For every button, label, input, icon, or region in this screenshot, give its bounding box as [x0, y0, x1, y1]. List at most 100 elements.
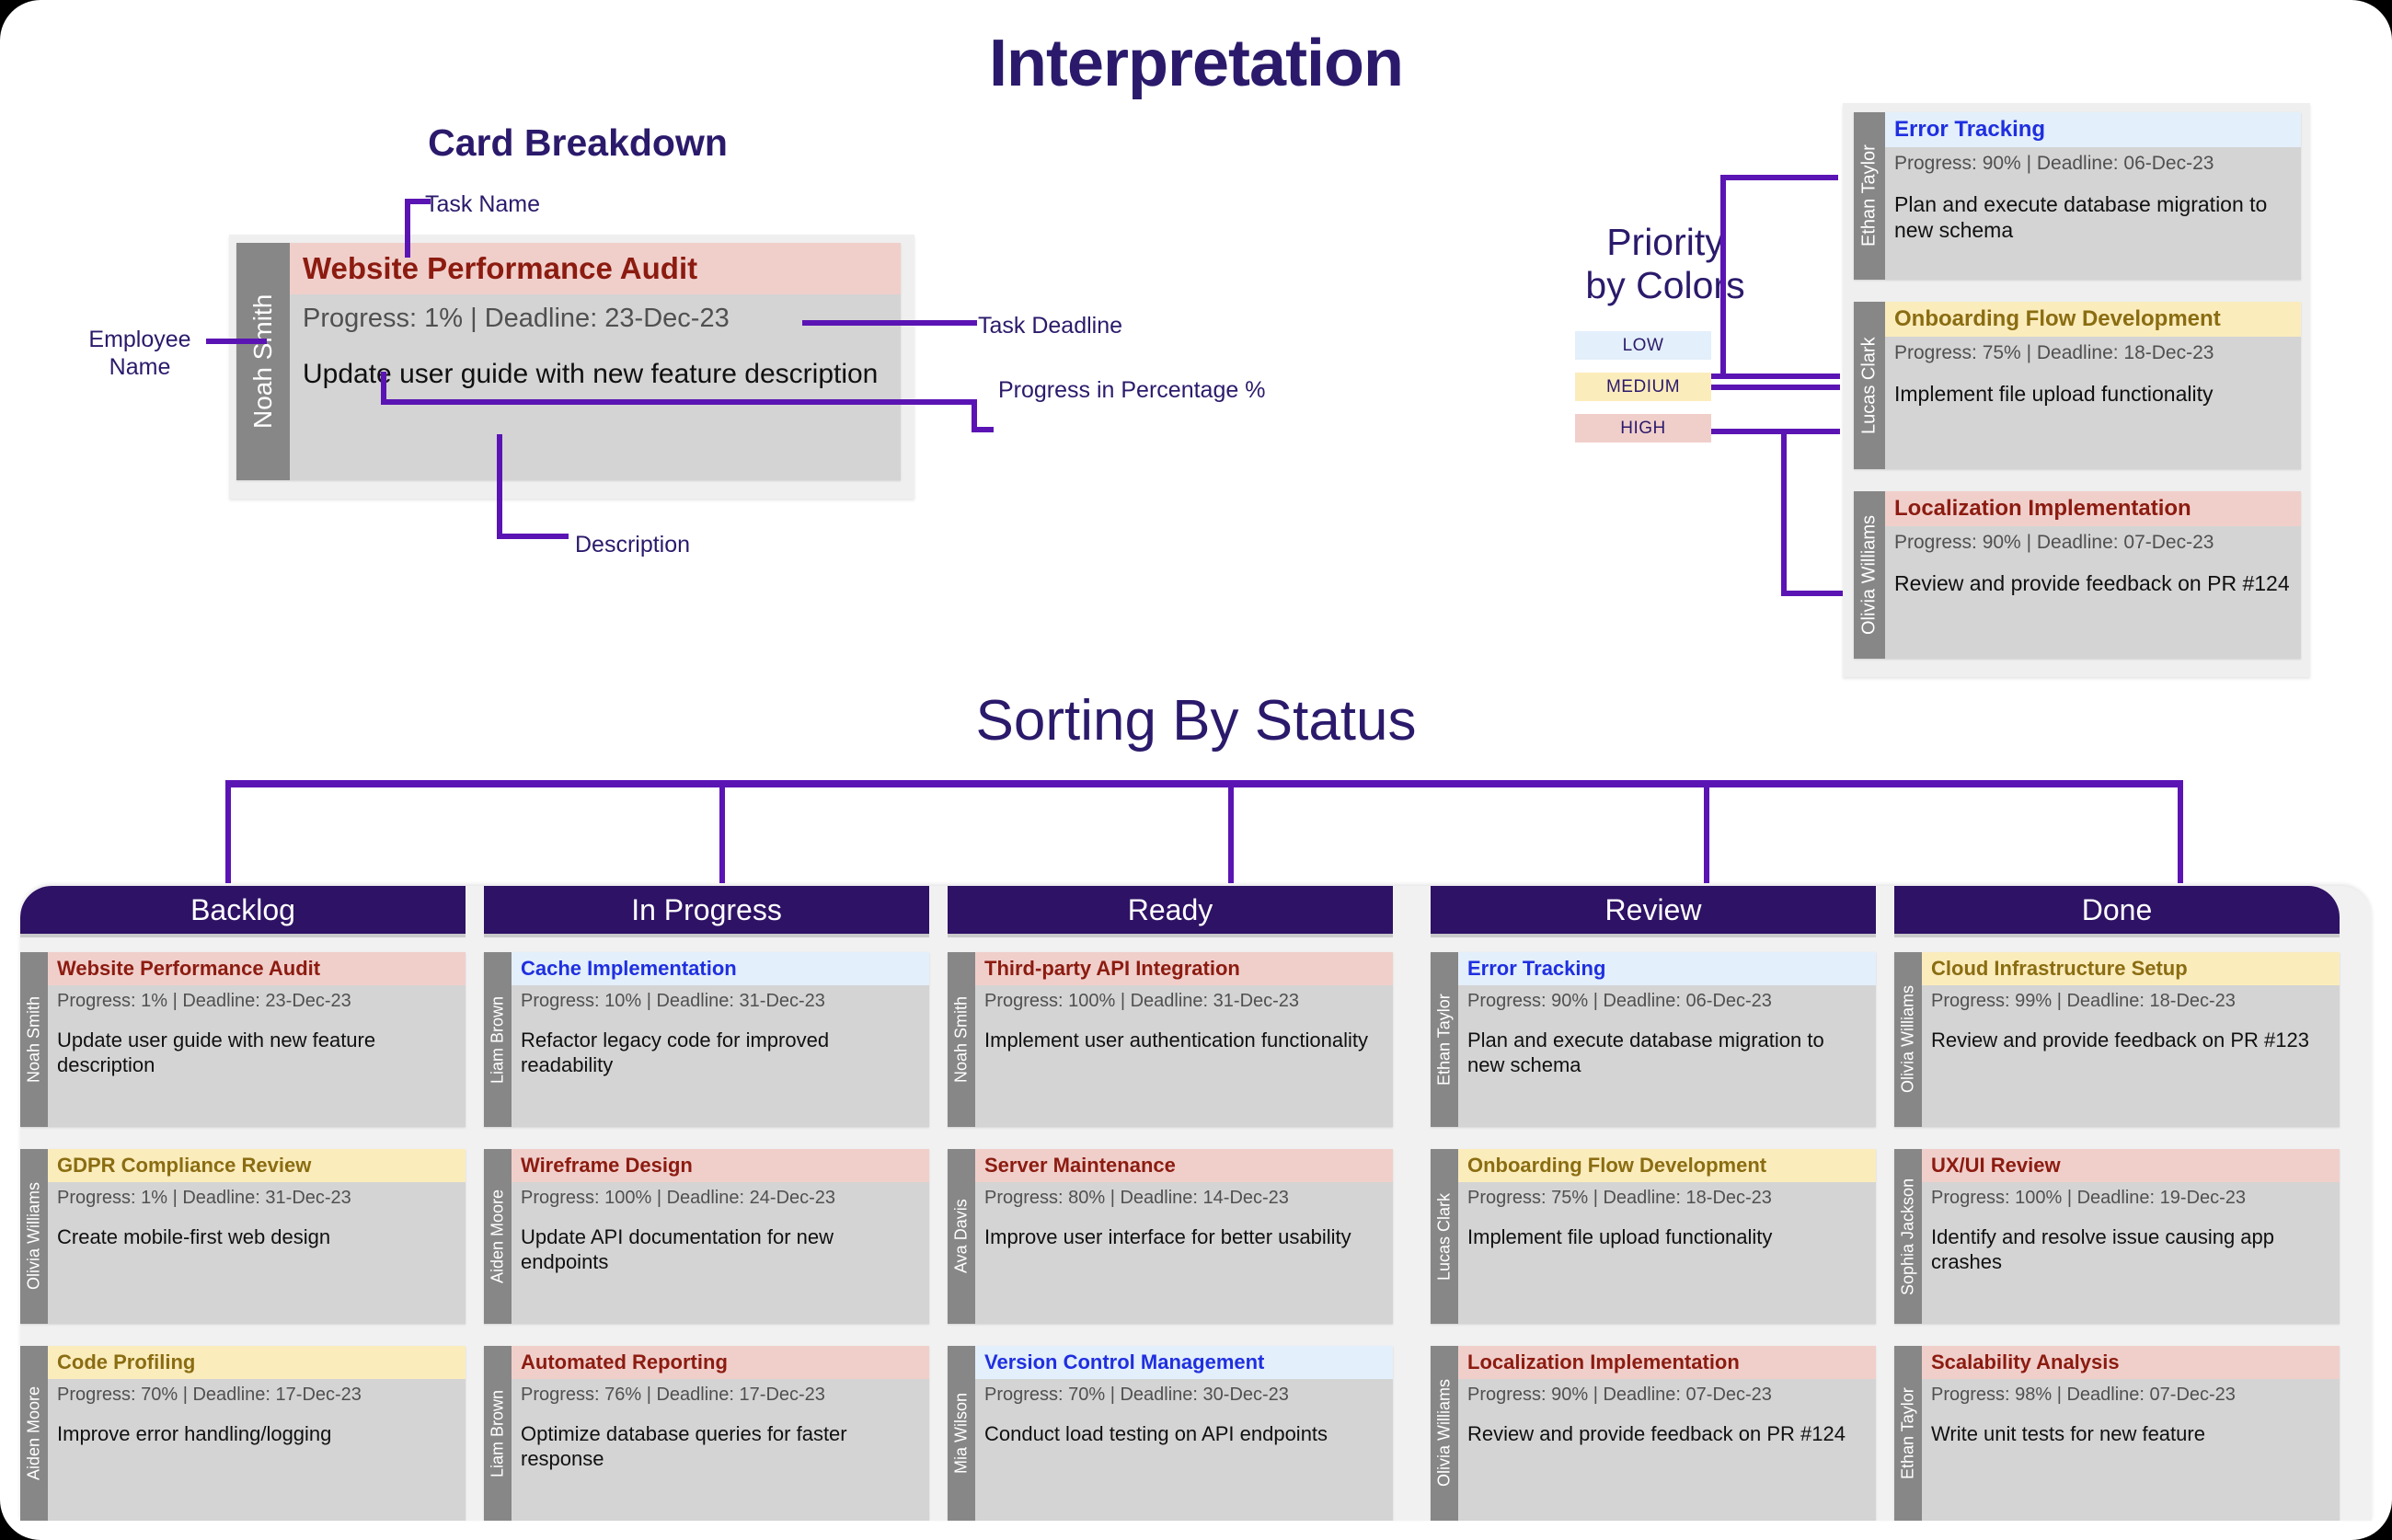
task-description: Update API documentation for new endpoin… [521, 1225, 834, 1273]
task-description: Implement file upload functionality [1894, 382, 2214, 406]
employee-name-strip: Olivia Williams [1854, 491, 1885, 659]
task-card[interactable]: Ethan Taylor Error Tracking Progress: 90… [1431, 952, 1876, 1127]
column-header-backlog[interactable]: Backlog [20, 886, 466, 937]
task-card[interactable]: Ethan Taylor Scalability Analysis Progre… [1894, 1346, 2340, 1521]
column-header-done[interactable]: Done [1894, 886, 2340, 937]
card-body: Onboarding Flow Development Progress: 75… [1458, 1149, 1876, 1324]
task-card[interactable]: Lucas Clark Onboarding Flow Development … [1431, 1149, 1876, 1324]
leader-line-taskname-h [405, 199, 431, 204]
task-name: Localization Implementation [1885, 491, 2301, 526]
kanban-column-review: Review Ethan Taylor Error Tracking Progr… [1431, 886, 1876, 1521]
bracket-tick-inprogress [719, 780, 725, 883]
card-body: Error Tracking Progress: 90% | Deadline:… [1458, 952, 1876, 1127]
leader-line-progress-v2 [972, 399, 977, 432]
priority-example-card[interactable]: Ethan Taylor Error Tracking Progress: 90… [1854, 112, 2301, 280]
task-name: Automated Reporting [512, 1346, 929, 1379]
bracket-horizontal [225, 780, 2183, 787]
priority-line-low-stub [1711, 374, 1840, 379]
task-card[interactable]: Liam Brown Cache Implementation Progress… [484, 952, 929, 1127]
priority-chip-high[interactable]: HIGH [1575, 414, 1711, 442]
leader-line-description-v [497, 434, 502, 539]
task-name: Onboarding Flow Development [1458, 1149, 1876, 1182]
leader-line-description-h [497, 534, 569, 539]
task-card[interactable]: Aiden Moore Code Profiling Progress: 70%… [20, 1346, 466, 1521]
column-header-ready[interactable]: Ready [948, 886, 1393, 937]
page-title: Interpretation [988, 27, 1404, 100]
task-card[interactable]: Noah Smith Website Performance Audit Pro… [20, 952, 466, 1127]
task-description: Improve error handling/logging [57, 1422, 332, 1445]
card-body: Code Profiling Progress: 70% | Deadline:… [48, 1346, 466, 1521]
column-body: Noah Smith Website Performance Audit Pro… [20, 937, 466, 1521]
task-name: Error Tracking [1885, 112, 2301, 147]
priority-chip-low[interactable]: LOW [1575, 331, 1711, 360]
task-name: UX/UI Review [1922, 1149, 2340, 1182]
annotation-employee-name: Employee Name [88, 327, 191, 380]
task-name: Error Tracking [1458, 952, 1876, 985]
task-card[interactable]: Liam Brown Automated Reporting Progress:… [484, 1346, 929, 1521]
priority-example-card[interactable]: Olivia Williams Localization Implementat… [1854, 491, 2301, 659]
task-meta: Progress: 1% | Deadline: 31-Dec-23 [57, 1188, 351, 1208]
employee-name-strip: Liam Brown [484, 1346, 512, 1521]
task-description: Conduct load testing on API endpoints [984, 1422, 1328, 1445]
card-body: Localization Implementation Progress: 90… [1885, 491, 2301, 659]
card-breakdown-title: Card Breakdown [428, 121, 728, 164]
bracket-tick-review [1704, 780, 1709, 883]
task-description: Write unit tests for new feature [1931, 1422, 2205, 1445]
task-card[interactable]: Olivia Williams GDPR Compliance Review P… [20, 1149, 466, 1324]
task-card[interactable]: Aiden Moore Wireframe Design Progress: 1… [484, 1149, 929, 1324]
sorting-by-status-title: Sorting By Status [975, 689, 1417, 753]
priority-example-card[interactable]: Lucas Clark Onboarding Flow Development … [1854, 302, 2301, 469]
task-meta: Progress: 70% | Deadline: 30-Dec-23 [984, 1385, 1289, 1405]
bracket-tick-ready [1228, 780, 1234, 883]
task-description: Identify and resolve issue causing app c… [1931, 1225, 2275, 1273]
kanban-board: Backlog Noah Smith Website Performance A… [20, 886, 2372, 1521]
task-name: Version Control Management [975, 1346, 1393, 1379]
column-header-in-progress[interactable]: In Progress [484, 886, 929, 937]
column-body: Ethan Taylor Error Tracking Progress: 90… [1431, 937, 1876, 1521]
task-description: Improve user interface for better usabil… [984, 1225, 1351, 1248]
task-meta: Progress: 75% | Deadline: 18-Dec-23 [1894, 342, 2214, 363]
card-body: Third-party API Integration Progress: 10… [975, 952, 1393, 1127]
priority-line-high-v [1781, 429, 1787, 596]
employee-name-strip: Ethan Taylor [1894, 1346, 1922, 1521]
task-card[interactable]: Olivia Williams Cloud Infrastructure Set… [1894, 952, 2340, 1127]
task-name: Code Profiling [48, 1346, 466, 1379]
employee-name-strip: Lucas Clark [1854, 302, 1885, 469]
task-meta: Progress: 76% | Deadline: 17-Dec-23 [521, 1385, 825, 1405]
employee-name-strip: Mia Wilson [948, 1346, 975, 1521]
priority-examples-panel: Ethan Taylor Error Tracking Progress: 90… [1843, 103, 2310, 677]
task-description: Implement user authentication functional… [984, 1029, 1369, 1052]
task-meta: Progress: 90% | Deadline: 07-Dec-23 [1467, 1385, 1772, 1405]
task-name: Onboarding Flow Development [1885, 302, 2301, 337]
task-description: Refactor legacy code for improved readab… [521, 1029, 830, 1076]
breakdown-example-card[interactable]: Noah Smith Website Performance Audit Pro… [236, 243, 901, 480]
task-name: Wireframe Design [512, 1149, 929, 1182]
card-body: Onboarding Flow Development Progress: 75… [1885, 302, 2301, 469]
priority-by-colors-title: Priority by Colors [1564, 221, 1766, 307]
bracket-tick-backlog [225, 780, 231, 883]
card-body: Cache Implementation Progress: 10% | Dea… [512, 952, 929, 1127]
task-meta: Progress: 1% | Deadline: 23-Dec-23 [57, 991, 351, 1011]
employee-name-strip: Olivia Williams [1894, 952, 1922, 1127]
task-card[interactable]: Mia Wilson Version Control Management Pr… [948, 1346, 1393, 1521]
card-body: Server Maintenance Progress: 80% | Deadl… [975, 1149, 1393, 1324]
task-card[interactable]: Olivia Williams Localization Implementat… [1431, 1346, 1876, 1521]
employee-name-strip: Ethan Taylor [1431, 952, 1458, 1127]
task-name: Website Performance Audit [48, 952, 466, 985]
task-description: Create mobile-first web design [57, 1225, 331, 1248]
task-meta: Progress: 98% | Deadline: 07-Dec-23 [1931, 1385, 2236, 1405]
card-body: Localization Implementation Progress: 90… [1458, 1346, 1876, 1521]
task-description: Update user guide with new feature descr… [303, 359, 879, 389]
card-body: Website Performance Audit Progress: 1% |… [48, 952, 466, 1127]
task-card[interactable]: Noah Smith Third-party API Integration P… [948, 952, 1393, 1127]
column-header-review[interactable]: Review [1431, 886, 1876, 937]
priority-chip-medium[interactable]: MEDIUM [1575, 373, 1711, 401]
task-meta: Progress: 10% | Deadline: 31-Dec-23 [521, 991, 825, 1011]
task-name: Localization Implementation [1458, 1346, 1876, 1379]
task-description: Plan and execute database migration to n… [1894, 192, 2268, 243]
employee-name-strip: Noah Smith [236, 243, 290, 480]
task-card[interactable]: Ava Davis Server Maintenance Progress: 8… [948, 1149, 1393, 1324]
task-card[interactable]: Sophia Jackson UX/UI Review Progress: 10… [1894, 1149, 2340, 1324]
card-body: Error Tracking Progress: 90% | Deadline:… [1885, 112, 2301, 280]
